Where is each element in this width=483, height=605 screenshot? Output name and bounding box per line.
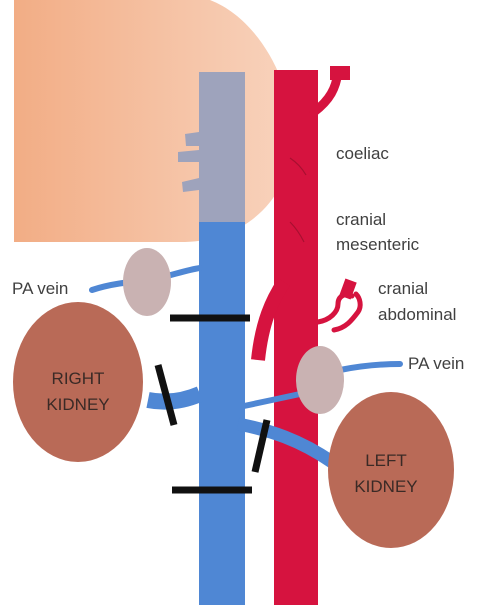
- label-right-kidney-line2: KIDNEY: [46, 395, 109, 414]
- label-pa-vein-right-side: PA vein: [408, 354, 464, 373]
- label-coeliac: coeliac: [336, 144, 389, 163]
- liver-shape: [14, 0, 292, 242]
- label-right-kidney-line1: RIGHT: [52, 369, 105, 388]
- vena-cava-hepatic-part: [199, 72, 245, 222]
- label-left-kidney-line2: KIDNEY: [354, 477, 417, 496]
- cranial-abdominal-artery: [318, 294, 360, 330]
- left-adrenal-gland: [296, 346, 344, 414]
- right-adrenal-gland: [123, 248, 171, 316]
- label-cranial-mesenteric-line2: mesenteric: [336, 235, 420, 254]
- label-cranial-abdominal-line2: abdominal: [378, 305, 456, 324]
- label-cranial-mesenteric-line1: cranial: [336, 210, 386, 229]
- coeliac-artery-tip: [330, 66, 350, 80]
- label-cranial-abdominal-line1: cranial: [378, 279, 428, 298]
- right-renal-vein: [148, 394, 200, 402]
- pa-vein-right-side-vessel: [340, 364, 400, 370]
- label-pa-vein-left-side: PA vein: [12, 279, 68, 298]
- aorta: [274, 70, 318, 605]
- label-left-kidney-line1: LEFT: [365, 451, 407, 470]
- left-kidney: [328, 392, 454, 548]
